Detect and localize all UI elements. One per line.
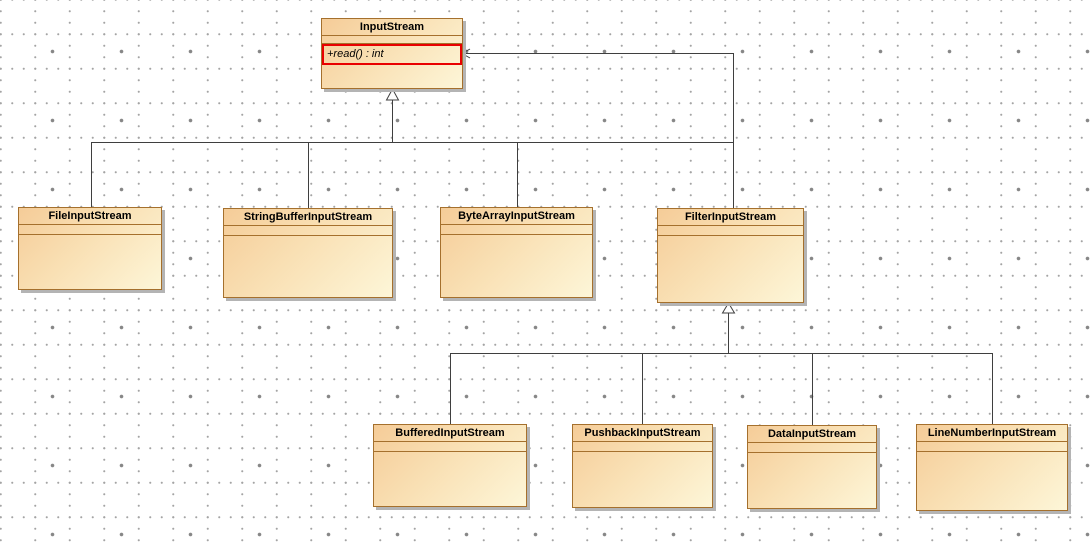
class-name: LineNumberInputStream [917,425,1067,442]
attributes-compartment [224,226,392,236]
generalization-triangle-icon [385,87,400,101]
class-inputstream[interactable]: InputStream +read() : int [321,18,463,89]
reference-arrow-to-read-method[interactable] [462,53,734,208]
attributes-compartment [322,36,462,44]
class-filterinputstream[interactable]: FilterInputStream [657,208,804,303]
operations-compartment: +read() : int [322,44,462,65]
class-name: PushbackInputStream [573,425,712,442]
class-name: FileInputStream [19,208,161,225]
class-name: StringBufferInputStream [224,209,392,226]
class-bytearrayinputstream[interactable]: ByteArrayInputStream [440,207,593,298]
class-name: InputStream [322,19,462,36]
class-bufferedinputstream[interactable]: BufferedInputStream [373,424,527,507]
attributes-compartment [573,442,712,452]
class-fileinputstream[interactable]: FileInputStream [18,207,162,290]
class-name: BufferedInputStream [374,425,526,442]
class-datainputstream[interactable]: DataInputStream [747,425,877,509]
class-linenumberinputstream[interactable]: LineNumberInputStream [916,424,1068,511]
attributes-compartment [917,442,1067,452]
attributes-compartment [374,442,526,452]
attributes-compartment [658,226,803,236]
generalization-bus-to-filterinputstream[interactable] [450,313,993,425]
attributes-compartment [748,443,876,453]
attributes-compartment [441,225,592,235]
class-name: DataInputStream [748,426,876,443]
method-read-selected[interactable]: +read() : int [322,44,462,65]
generalization-triangle-icon [721,302,736,314]
generalization-bus-to-inputstream[interactable] [91,100,734,208]
class-name: ByteArrayInputStream [441,208,592,225]
class-pushbackinputstream[interactable]: PushbackInputStream [572,424,713,508]
class-stringbufferinputstream[interactable]: StringBufferInputStream [223,208,393,298]
attributes-compartment [19,225,161,235]
class-name: FilterInputStream [658,209,803,226]
